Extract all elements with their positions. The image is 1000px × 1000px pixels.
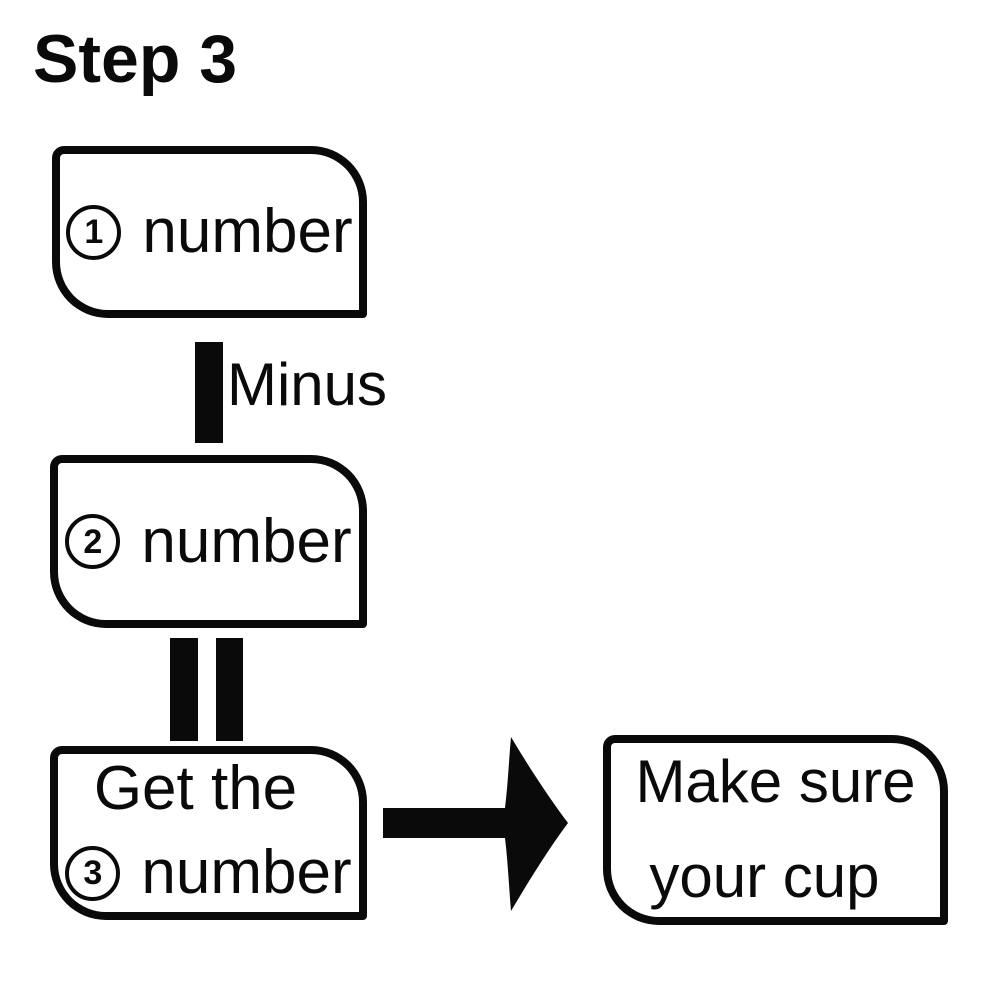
flow-box-make-sure: Make sure your cup [603, 735, 948, 925]
flow-box-number-2: 2 number [50, 455, 367, 628]
flow-box-3-line2: 3 number [65, 838, 352, 907]
flow-box-4-line1: Make sure [635, 748, 916, 815]
flow-box-1-label: number [142, 197, 353, 266]
equals-connector-bar-right [216, 638, 243, 741]
flow-box-4-line2: your cup [649, 843, 880, 910]
page-title: Step 3 [33, 21, 238, 97]
flow-box-2-label: number [141, 506, 352, 576]
circled-3-badge: 3 [65, 845, 121, 901]
equals-connector-bar-left [170, 638, 198, 741]
flow-box-3-line1: Get the [93, 754, 298, 823]
flow-box-number-1: 1 number [52, 146, 367, 318]
circled-1-badge: 1 [66, 204, 122, 260]
circled-2-badge: 2 [65, 514, 121, 569]
minus-connector-bar [195, 342, 223, 443]
flow-box-3-label: number [141, 838, 352, 907]
arrow-right-icon [383, 737, 568, 911]
minus-connector-label: Minus [227, 351, 388, 418]
flow-box-result-number: Get the 3 number [50, 746, 367, 920]
